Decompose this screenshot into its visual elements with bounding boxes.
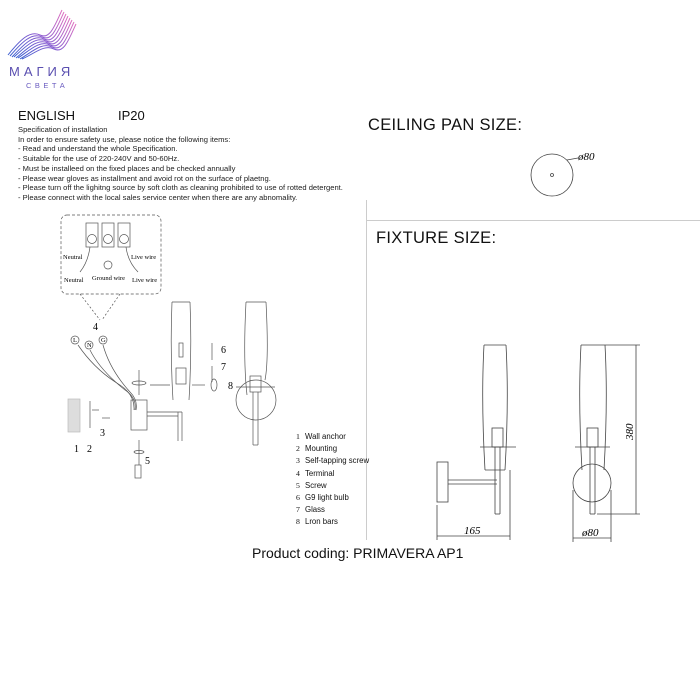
wire-label-neutral: Neutral	[64, 277, 84, 284]
spec-item: - Read and understand the whole Specific…	[18, 144, 178, 154]
fixture-front-view	[572, 344, 640, 542]
wiring-inset	[60, 214, 277, 479]
ip-rating: IP20	[118, 108, 145, 123]
callout-8: 8	[228, 381, 233, 392]
wire-label-live-top: Live wire	[131, 254, 156, 261]
specification-text: Specification of installation In order t…	[18, 125, 343, 203]
spec-item: - Please turn off the lighitng source by…	[18, 183, 343, 193]
callout-6: 6	[221, 345, 226, 356]
terminal-letter: G	[101, 337, 106, 344]
callout-3: 3	[100, 428, 105, 439]
ceiling-pan-diameter: ø80	[577, 151, 595, 163]
callout-1: 1	[74, 444, 79, 455]
spec-title: Specification of installation	[18, 125, 108, 134]
fixture-diameter-dim: ø80	[581, 527, 599, 539]
terminal-letter: L	[73, 337, 77, 344]
wire-label-live: Live wire	[132, 277, 157, 284]
brand-line1: МАГИЯ	[9, 64, 75, 79]
product-coding: Product coding: PRIMAVERA AP1	[252, 545, 464, 561]
fixture-side-view	[436, 344, 516, 540]
spec-intro: In order to ensure safety use, please no…	[18, 134, 231, 144]
callout-5: 5	[145, 456, 150, 467]
language-label: ENGLISH	[18, 108, 76, 123]
fixture-depth-dim: 165	[464, 525, 481, 537]
ceiling-pan-drawing	[530, 153, 579, 197]
callout-2: 2	[87, 444, 92, 455]
callout-7: 7	[221, 362, 226, 373]
callout-numbers: 1 2 3 4 5 6 7 8	[74, 322, 233, 467]
spec-item: - Please connect with the local sales se…	[18, 192, 298, 202]
dividers	[366, 200, 700, 540]
fixture-height-dim: 380	[624, 423, 636, 441]
terminal-letter: N	[87, 342, 92, 349]
wire-label-neutral-top: Neutral	[63, 254, 83, 261]
spec-item: - Suitable for the use of 220-240V and 5…	[18, 154, 180, 164]
fixture-size-title: FIXTURE SIZE:	[376, 229, 497, 247]
spec-item: - Must be installeed on the fixed places…	[18, 163, 236, 173]
spec-item: - Please wear gloves as installment and …	[18, 173, 271, 183]
callout-4: 4	[93, 322, 98, 333]
logo-wave-icon	[7, 9, 77, 60]
brand-line2: СВЕТА	[26, 81, 69, 90]
ceiling-pan-title: CEILING PAN SIZE:	[368, 116, 523, 134]
wire-label-ground: Ground wire	[92, 275, 125, 282]
